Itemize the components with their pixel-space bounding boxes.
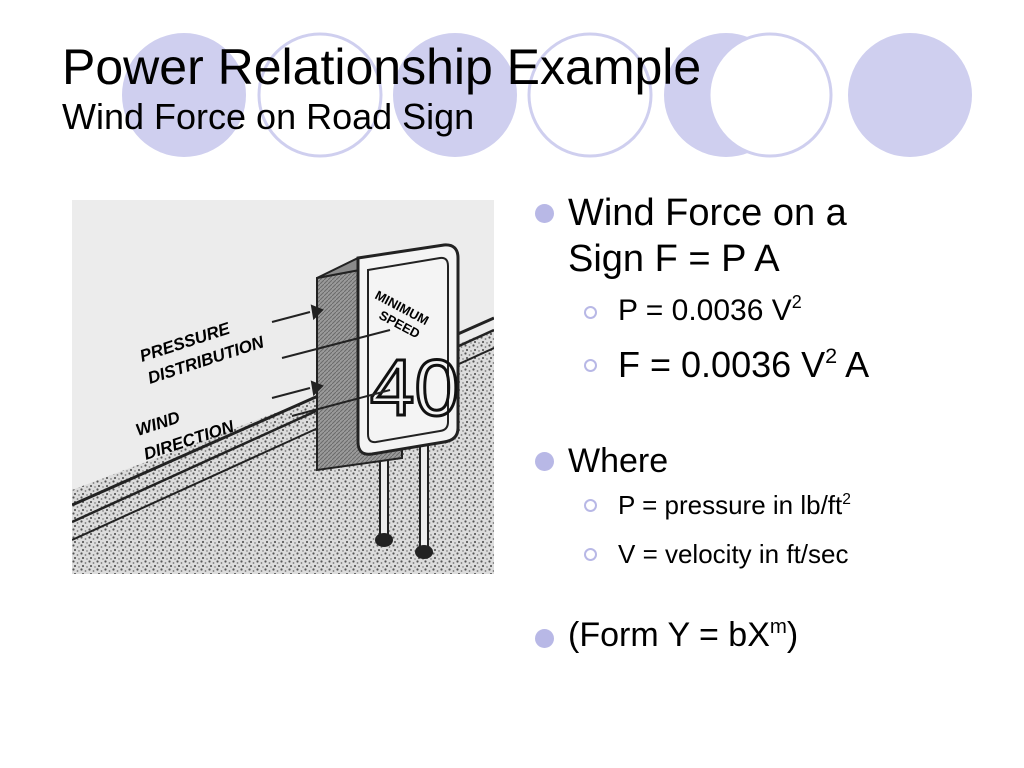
exponent: 2: [791, 292, 802, 313]
road-sign-illustration: MINIMUM SPEED 40 PRESSURE DISTRIBUTION W…: [72, 200, 494, 574]
bullet-list: Wind Force on a Sign F = P A P = 0.0036 …: [532, 190, 1002, 662]
slide-subtitle: Wind Force on Road Sign: [62, 96, 475, 137]
equation-force-tail: A: [837, 344, 870, 385]
bullet-form: (Form Y = bXm): [532, 613, 1002, 662]
sub-bullet-v-definition: V = velocity in ft/sec: [532, 537, 1002, 571]
decor-circle-filled: [122, 33, 246, 157]
sub-bullet-p-definition: P = pressure in lb/ft2: [532, 488, 1002, 527]
post-footing: [415, 545, 433, 559]
bullet-dot: [535, 452, 554, 471]
bullet-text: Sign F = P A: [568, 238, 780, 280]
header-decoration: [122, 32, 972, 158]
bullet-wind-force: Wind Force on a Sign F = P A: [532, 190, 1002, 282]
decor-circle-filled: [393, 33, 517, 157]
sub-bullet-ring: [584, 359, 597, 372]
decor-circle-filled: [848, 33, 972, 157]
slide-title: Power Relationship Example: [62, 39, 702, 95]
speed-sign-face: [356, 243, 460, 456]
speed-sign-border: [367, 256, 449, 444]
decor-circle-ring: [707, 32, 833, 158]
exponent: 2: [825, 342, 838, 368]
decor-circle-ring: [527, 32, 653, 158]
bullet-dot: [535, 204, 554, 223]
title-block: Power Relationship Example Wind Force on…: [62, 38, 701, 138]
sub-bullet-ring: [584, 499, 597, 512]
sub-bullet-ring: [584, 548, 597, 561]
form-text: (Form Y = bX: [568, 616, 770, 654]
pressure-arrows: [271, 304, 391, 417]
post-footing: [375, 533, 393, 547]
equation-pressure: P = 0.0036 V: [618, 294, 792, 327]
form-text-suffix: ): [786, 616, 799, 654]
sub-bullet-pressure: P = 0.0036 V2: [532, 292, 1002, 333]
bullet-dot: [535, 629, 554, 648]
bullet-where: Where: [532, 440, 1002, 482]
sub-bullet-ring: [584, 306, 597, 319]
definition-v: V = velocity in ft/sec: [618, 539, 849, 569]
exponent: 2: [842, 490, 851, 508]
exponent: m: [769, 615, 787, 638]
sign-post: [419, 431, 429, 551]
decor-circle-ring: [257, 32, 383, 158]
sub-bullet-force: F = 0.0036 V2 A: [532, 343, 1002, 392]
sign-speed-number: 40: [370, 343, 459, 432]
definition-p: P = pressure in lb/ft: [618, 490, 843, 520]
bullet-text: Wind Force on a: [568, 192, 847, 234]
bullet-text: Where: [568, 442, 669, 480]
equation-force: F = 0.0036 V: [618, 344, 826, 385]
